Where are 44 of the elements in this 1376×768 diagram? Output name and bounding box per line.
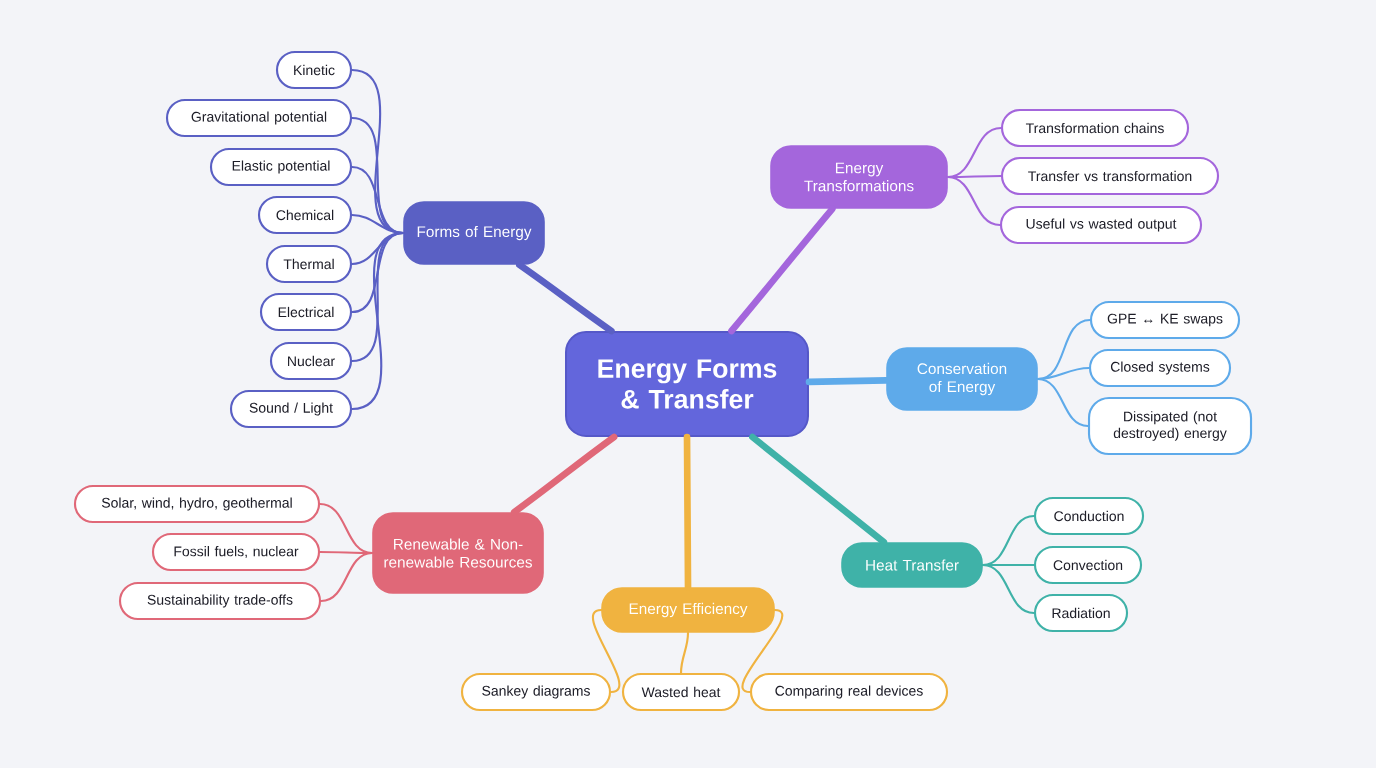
branch-topic-bubble: Energy Efficiency — [601, 587, 775, 633]
subtopic-box: Electrical — [259, 292, 353, 332]
connector-line — [741, 608, 784, 694]
subtopic-box: Kinetic — [275, 50, 353, 90]
branch-topic-bubble: Forms of Energy — [403, 201, 545, 265]
connector-line — [946, 175, 1001, 227]
subtopic-box: Sustainability trade-offs — [118, 581, 322, 621]
subtopic-box: Thermal — [265, 244, 353, 284]
subtopic-box: Nuclear — [269, 341, 353, 381]
subtopic-box: Sound / Light — [229, 389, 353, 429]
subtopic-box: Dissipated (not destroyed) energy — [1087, 396, 1253, 456]
branch-topic-bubble: Conservation of Energy — [886, 347, 1038, 411]
branch-topic-bubble: Heat Transfer — [841, 542, 983, 588]
subtopic-box: Useful vs wasted output — [999, 205, 1203, 245]
subtopic-box: Gravitational potential — [165, 98, 353, 138]
subtopic-box: GPE ↔ KE swaps — [1089, 300, 1241, 340]
connector-line — [320, 551, 374, 603]
branch-topic-bubble: Energy Transformations — [770, 145, 948, 209]
subtopic-box: Solar, wind, hydro, geothermal — [73, 484, 321, 524]
subtopic-box: Closed systems — [1088, 348, 1232, 388]
connector-line — [591, 608, 621, 694]
subtopic-box: Wasted heat — [621, 672, 741, 712]
subtopic-box: Conduction — [1033, 496, 1145, 536]
subtopic-box: Comparing real devices — [749, 672, 949, 712]
central-topic-bubble: Energy Forms & Transfer — [565, 331, 809, 437]
subtopic-box: Sankey diagrams — [460, 672, 612, 712]
connector-line — [981, 563, 1035, 615]
subtopic-box: Fossil fuels, nuclear — [151, 532, 321, 572]
connector-line — [1036, 377, 1089, 428]
subtopic-box: Transfer vs transformation — [1000, 156, 1220, 196]
connector-line — [351, 231, 405, 411]
subtopic-box: Elastic potential — [209, 147, 353, 187]
subtopic-box: Transformation chains — [1000, 108, 1190, 148]
connector-line — [749, 433, 888, 546]
connector-line — [728, 205, 836, 335]
connector-line — [516, 261, 615, 335]
subtopic-box: Convection — [1033, 545, 1143, 585]
subtopic-box: Chemical — [257, 195, 353, 235]
branch-topic-bubble: Renewable & Non-renewable Resources — [372, 512, 544, 594]
subtopic-box: Radiation — [1033, 593, 1129, 633]
connector-line — [683, 433, 692, 591]
connector-line — [510, 433, 618, 516]
connector-line — [805, 377, 890, 386]
connector-line — [679, 631, 690, 674]
